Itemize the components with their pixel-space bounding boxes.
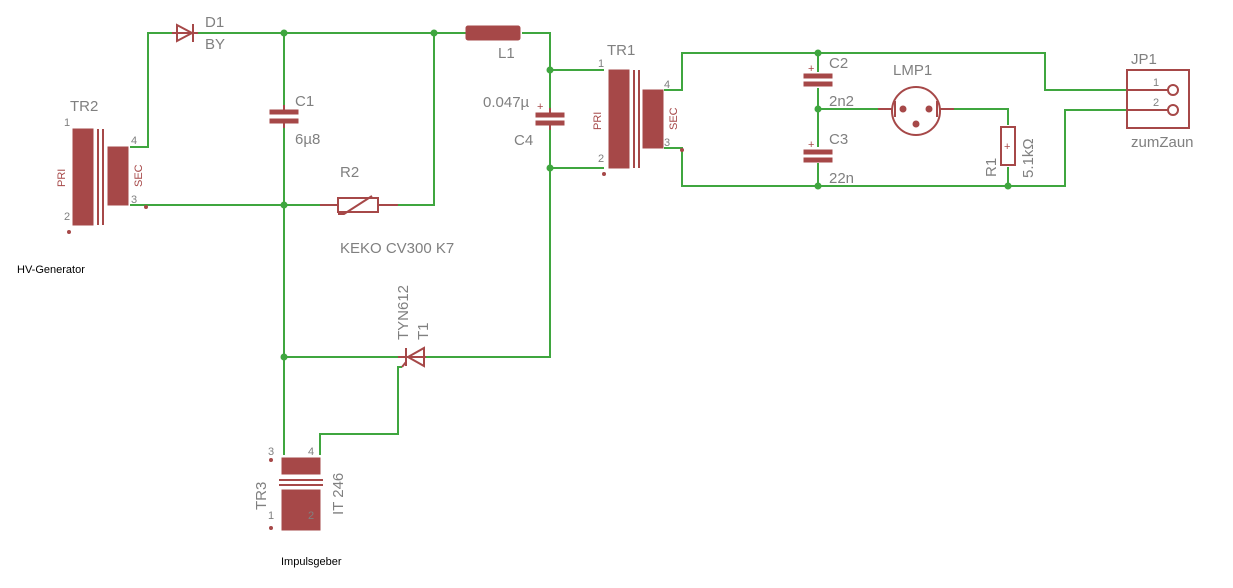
varistor-r2: R2 KEKO CV300 K7	[320, 164, 454, 257]
tr2-sec-label: SEC	[133, 164, 145, 187]
tr3-value: IT 246	[330, 473, 347, 515]
lamp-lmp1: LMP1	[878, 62, 954, 136]
tr2-pin3: 3	[131, 194, 137, 206]
capacitor-c1: C1 6µ8	[269, 93, 320, 148]
d1-value: BY	[205, 36, 225, 53]
junction-dot	[280, 353, 288, 361]
capacitor-c2: + C2 2n2	[803, 55, 854, 110]
junction-dot	[814, 49, 822, 57]
c3-value: 22n	[829, 170, 854, 187]
r2-value: KEKO CV300 K7	[340, 240, 454, 257]
junctions	[280, 29, 1012, 361]
transformer-tr2: TR2 PRI SEC 1 2 3 4 HV-Generator	[17, 98, 148, 276]
tr1-pin4: 4	[664, 79, 670, 91]
c4-value: 0.047µ	[483, 94, 530, 111]
jp1-pin2: 2	[1153, 97, 1159, 109]
capacitor-c3: + C3 22n	[803, 131, 854, 187]
junction-dot	[546, 66, 554, 74]
junction-dot	[430, 29, 438, 37]
junction-dot	[546, 164, 554, 172]
t1-name: T1	[415, 322, 432, 340]
r2-name: R2	[340, 164, 359, 181]
tr3-note: Impulsgeber	[281, 556, 342, 568]
tr3-name: TR3	[253, 482, 270, 510]
c2-value: 2n2	[829, 93, 854, 110]
wire-gate	[319, 366, 402, 455]
tr2-pin1: 1	[64, 117, 70, 129]
capacitor-c4: + 0.047µ C4	[483, 94, 565, 149]
junction-dot	[814, 105, 822, 113]
junction-dot	[1004, 182, 1012, 190]
tr3-pin2: 2	[308, 510, 314, 522]
c2-name: C2	[829, 55, 848, 72]
wire-tr1-sec-bottom	[664, 109, 1127, 187]
transformer-tr3: 3 4 1 2 TR3 IT 246 Impulsgeber	[253, 446, 347, 568]
wire-tr1-sec-top	[664, 52, 1127, 91]
transformer-tr1: TR1 PRI SEC 1 2 3 4	[592, 42, 684, 176]
r1-value: 5.1kΩ	[1020, 138, 1037, 178]
tr1-sec-label: SEC	[668, 107, 680, 130]
c1-value: 6µ8	[295, 131, 320, 148]
wire-r2-right	[398, 33, 435, 206]
resistor-r1: + R1 5.1kΩ	[983, 126, 1037, 178]
t1-value: TYN612	[395, 285, 412, 340]
thyristor-t1: T1 TYN612	[395, 285, 432, 368]
tr1-pri-label: PRI	[592, 112, 604, 130]
jp1-name: JP1	[1131, 51, 1157, 68]
junction-dot	[280, 29, 288, 37]
svg-text:+: +	[537, 101, 543, 113]
tr1-pin3: 3	[664, 137, 670, 149]
svg-text:+: +	[1004, 141, 1010, 153]
jp1-pin1: 1	[1153, 77, 1159, 89]
wire-lmp-right	[954, 108, 1009, 125]
tr3-pin1: 1	[268, 510, 274, 522]
tr1-name: TR1	[607, 42, 635, 59]
c3-name: C3	[829, 131, 848, 148]
tr1-pin2: 2	[598, 153, 604, 165]
l1-name: L1	[498, 45, 515, 62]
tr2-pin4: 4	[131, 135, 137, 147]
wire-thyristor-right	[426, 168, 551, 358]
c4-name: C4	[514, 132, 533, 149]
junction-dot	[814, 182, 822, 190]
svg-text:+: +	[808, 139, 814, 151]
inductor-l1: L1	[465, 25, 521, 62]
wire-tr2-d1	[130, 32, 172, 148]
tr2-note: HV-Generator	[17, 264, 85, 276]
tr2-name: TR2	[70, 98, 98, 115]
tr3-pin4: 4	[308, 446, 314, 458]
wire-l1-right	[522, 32, 551, 70]
tr1-pin1: 1	[598, 58, 604, 70]
lmp1-name: LMP1	[893, 62, 932, 79]
c1-name: C1	[295, 93, 314, 110]
tr2-pin2: 2	[64, 211, 70, 223]
tr3-pin3: 3	[268, 446, 274, 458]
connector-jp1: JP1 1 2 zumZaun	[1126, 51, 1194, 151]
tr2-pri-label: PRI	[56, 169, 68, 187]
diode-d1: D1 BY	[172, 14, 225, 53]
jp1-value: zumZaun	[1131, 134, 1194, 151]
d1-name: D1	[205, 14, 224, 31]
junction-dot	[280, 201, 288, 209]
svg-text:+: +	[808, 63, 814, 75]
r1-name: R1	[983, 158, 1000, 177]
